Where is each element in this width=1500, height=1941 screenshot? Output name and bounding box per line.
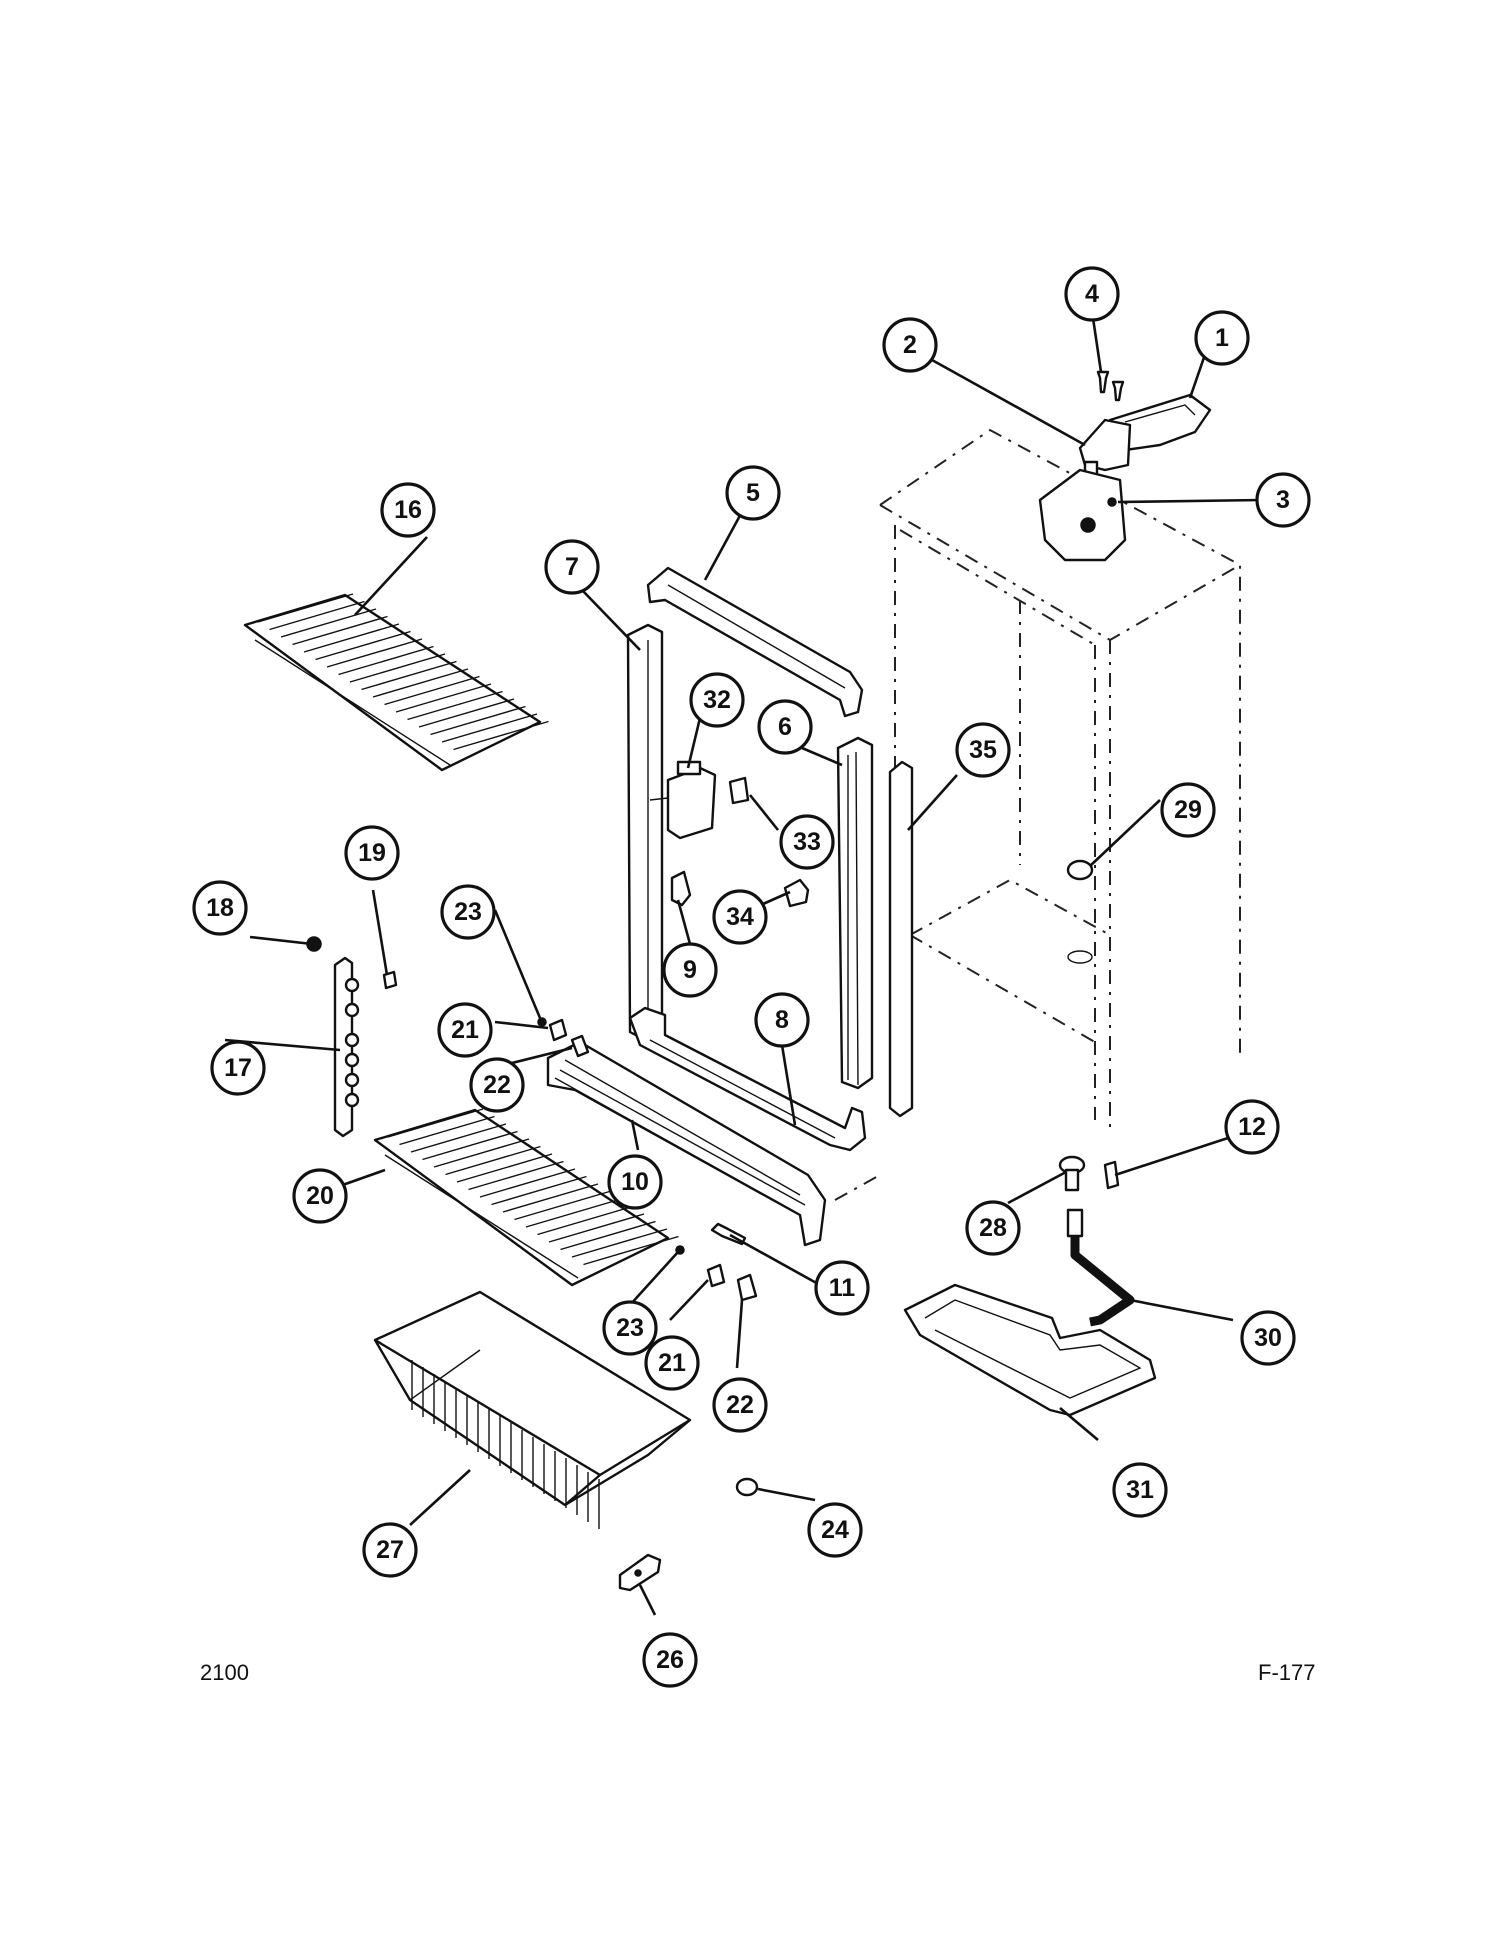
svg-text:23: 23 (454, 898, 482, 926)
callout-30: 30 (1240, 1310, 1296, 1366)
callout-20: 20 (292, 1168, 348, 1224)
drain-fitting (1058, 1155, 1086, 1192)
callout-35: 35 (955, 722, 1011, 778)
svg-text:34: 34 (726, 903, 754, 931)
callout-3: 3 (1255, 472, 1311, 528)
svg-text:31: 31 (1126, 1476, 1154, 1504)
wire-basket (373, 1290, 692, 1529)
callout-31: 31 (1112, 1462, 1168, 1518)
svg-text:33: 33 (793, 828, 821, 856)
basket-stop (618, 1553, 662, 1592)
breaker-strip (546, 1040, 827, 1247)
callout-21a: 21 (437, 1002, 493, 1058)
svg-text:5: 5 (746, 479, 760, 507)
drain-tube (1066, 1208, 1135, 1327)
door-gasket-top (646, 566, 864, 718)
svg-text:12: 12 (1238, 1113, 1266, 1141)
callout-bubbles: 1 2 3 4 5 6 7 8 9 10 11 12 16 17 18 19 2… (192, 266, 1311, 1688)
svg-text:20: 20 (306, 1182, 334, 1210)
svg-text:19: 19 (358, 839, 386, 867)
upper-wire-shelf (243, 593, 549, 772)
svg-text:21: 21 (658, 1349, 686, 1377)
svg-text:4: 4 (1085, 280, 1099, 308)
drain-plug (1066, 859, 1094, 964)
callout-26: 26 (642, 1632, 698, 1688)
svg-text:27: 27 (376, 1536, 404, 1564)
svg-text:22: 22 (483, 1071, 511, 1099)
svg-text:29: 29 (1174, 796, 1202, 824)
svg-text:1: 1 (1215, 324, 1229, 352)
svg-text:26: 26 (656, 1646, 684, 1674)
callout-28: 28 (965, 1200, 1021, 1256)
svg-text:22: 22 (726, 1391, 754, 1419)
callout-27: 27 (362, 1522, 418, 1578)
drain-screw (1103, 1160, 1120, 1190)
svg-text:16: 16 (394, 496, 422, 524)
callout-34: 34 (712, 889, 768, 945)
callout-17: 17 (210, 1040, 266, 1096)
svg-text:21: 21 (451, 1016, 479, 1044)
callout-2: 2 (882, 317, 938, 373)
svg-text:24: 24 (821, 1516, 849, 1544)
callout-9: 9 (662, 942, 718, 998)
callout-23a: 23 (440, 884, 496, 940)
switch-bracket (783, 878, 810, 908)
svg-text:9: 9 (683, 956, 697, 984)
callout-7: 7 (544, 539, 600, 595)
svg-text:30: 30 (1254, 1324, 1282, 1352)
door-trim-strip (888, 760, 914, 1118)
callout-24: 24 (807, 1502, 863, 1558)
hinge-screws (1096, 370, 1125, 402)
callout-1: 1 (1194, 310, 1250, 366)
callout-18: 18 (192, 880, 248, 936)
svg-text:32: 32 (703, 686, 731, 714)
svg-text:35: 35 (969, 736, 997, 764)
svg-text:6: 6 (778, 713, 792, 741)
hinge-block (1038, 468, 1127, 562)
shelf-support (333, 956, 360, 1138)
callout-33: 33 (779, 814, 835, 870)
callout-5: 5 (725, 465, 781, 521)
door-gasket-right (836, 736, 874, 1090)
switch-clip (728, 776, 750, 805)
drain-pan (903, 1283, 1157, 1417)
shelf-bracket-lower (675, 1245, 758, 1302)
support-screw (382, 970, 398, 990)
callout-6: 6 (757, 699, 813, 755)
callout-22a: 22 (469, 1057, 525, 1113)
svg-text:7: 7 (565, 553, 579, 581)
svg-text:23: 23 (616, 1314, 644, 1342)
callout-10: 10 (607, 1154, 663, 1210)
callout-12: 12 (1224, 1099, 1280, 1155)
door-gasket-left (626, 623, 664, 1042)
callout-21b: 21 (644, 1335, 700, 1391)
svg-text:2: 2 (903, 331, 917, 359)
callout-8: 8 (754, 992, 810, 1048)
callout-16: 16 (380, 482, 436, 538)
callout-11: 11 (814, 1260, 870, 1316)
callout-22b: 22 (712, 1377, 768, 1433)
svg-text:10: 10 (621, 1168, 649, 1196)
door-clip (670, 870, 692, 907)
callout-29: 29 (1160, 782, 1216, 838)
leader-lines (224, 317, 1263, 1616)
callout-32: 32 (689, 672, 745, 728)
svg-text:3: 3 (1276, 486, 1290, 514)
lower-wire-shelf (373, 1108, 679, 1287)
callout-23b: 23 (602, 1300, 658, 1356)
svg-text:11: 11 (829, 1274, 856, 1302)
roller (735, 1477, 759, 1497)
footer-right-code: F-177 (1258, 1660, 1316, 1685)
callout-4: 4 (1064, 266, 1120, 322)
svg-text:28: 28 (979, 1214, 1007, 1242)
svg-text:17: 17 (224, 1054, 252, 1082)
footer-left-code: 2100 (200, 1660, 249, 1685)
door-gasket-bottom (628, 1006, 867, 1152)
callout-19: 19 (344, 825, 400, 881)
svg-text:18: 18 (206, 894, 234, 922)
shelf-bracket-upper (537, 1017, 590, 1058)
svg-text:8: 8 (775, 1006, 789, 1034)
